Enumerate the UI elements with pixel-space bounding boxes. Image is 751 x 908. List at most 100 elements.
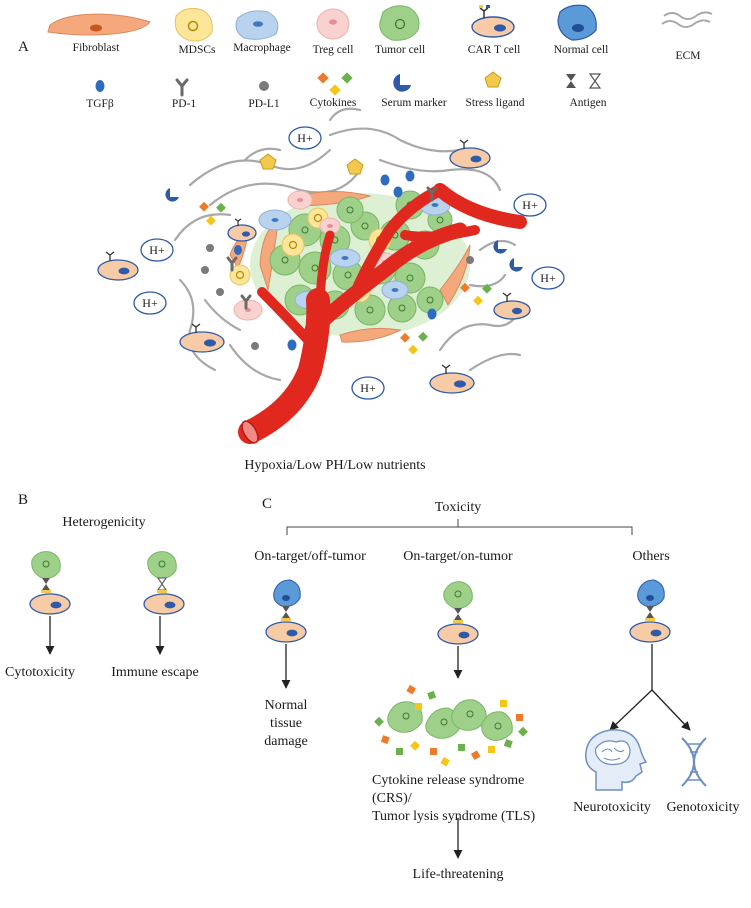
off-tumor-outcome-line: damage [264,734,308,749]
c-normal-cell-3 [637,579,665,607]
panel-c-toxicity [265,519,707,859]
panel-b-outcome-immune-escape: Immune escape [111,665,199,680]
legend-label-ecm: ECM [675,50,701,62]
b-cart-cell-right [143,593,185,615]
proton-label: H+ [522,198,538,212]
tgfb-molecules [234,170,437,351]
panel-b-outcome-cytotoxicity: Cytotoxicity [5,665,75,680]
legend-mdsc-nucleus [187,20,199,32]
proton-markers [133,126,565,400]
serum-markers [165,188,523,272]
b-tumor-cell-right [147,551,177,579]
legend-row-2 [95,71,602,97]
c-released-cytokines [374,684,528,767]
legend-label-cytokines: Cytokines [309,97,357,109]
legend-label-normal: Normal cell [553,44,609,56]
proton-marker [288,126,322,150]
genotoxicity-dna-icon [681,737,707,787]
legend-fibroblast-icon [47,13,151,36]
c-tumor-cell-2 [443,581,473,609]
b-tumor-cell-left [31,551,61,579]
on-tumor-final-outcome: Life-threatening [412,867,504,882]
legend-normal-icon [557,4,597,41]
neurotoxicity-brain-icon [584,729,648,791]
panel-b-title: Heterogenicity [62,515,146,530]
b-cart-cell-left [29,593,71,615]
legend-label-cart: CAR T cell [467,44,521,56]
proton-marker [513,193,547,217]
proton-marker [140,238,174,262]
legend-serum-icon [393,74,411,92]
others-outcome-neurotoxicity: Neurotoxicity [573,800,651,815]
legend-cytokine-orange-icon [317,72,329,84]
on-tumor-outcome-line: Cytokine release syndrome [372,773,525,788]
legend-label-fibroblast: Fibroblast [72,42,120,54]
c-bracket [286,519,633,535]
proton-marker [351,376,385,400]
blood-vessel-opening [241,420,259,444]
panel-b-heterogenicity [29,551,185,655]
legend-label-tumor: Tumor cell [374,44,426,56]
panel-c-category-off-tumor: On-target/off-tumor [254,549,366,564]
off-tumor-outcome-line: tissue [270,716,302,731]
cytokine-molecules [199,201,492,355]
legend-antigen-bound-icon [566,74,576,88]
proton-label: H+ [360,381,376,395]
panel-c-letter: C [262,496,273,512]
legend-treg-nucleus [329,19,337,25]
c-lysed-tumor-cells [387,699,513,741]
legend-label-serum: Serum marker [381,97,447,109]
legend-cart-receptor-icon [479,7,489,18]
legend-label-pdl1: PD-L1 [248,98,280,110]
legend-ecm-icon [661,11,713,28]
panel-c-category-on-tumor: On-target/on-tumor [403,549,513,564]
off-tumor-outcome-line: Normal [264,698,308,713]
legend-tgfb-icon [95,80,105,92]
legend-label-treg: Treg cell [312,44,354,56]
proton-label: H+ [540,271,556,285]
legend-macrophage-nucleus [253,21,263,27]
panel-a-microenvironment [97,107,565,444]
c-cart-cell-3 [629,621,671,643]
panel-b-letter: B [18,492,29,508]
legend-stress-icon [484,71,502,88]
proton-label: H+ [149,243,165,257]
blood-vessel [238,183,527,444]
c-normal-cell-1 [273,579,301,607]
legend-label-mdsc: MDSCs [178,44,216,56]
legend-cart-nucleus [494,24,506,32]
legend-label-macrophage: Macrophage [233,42,291,54]
legend-label-pd1: PD-1 [171,98,197,110]
ecm-fibers [173,107,522,382]
legend-label-antigen: Antigen [569,97,607,109]
legend-tumor-icon [379,5,420,41]
legend-label-tgfb: TGFβ [86,98,114,110]
legend-pd1-icon [175,78,189,97]
b-antigen-free-icon [156,577,168,591]
proton-marker [133,291,167,315]
legend-tumor-nucleus [394,18,406,30]
on-tumor-outcome-line: Tumor lysis syndrome (TLS) [372,809,536,824]
panel-a-caption: Hypoxia/Low PH/Low nutrients [244,458,426,473]
b-antigen-bound-icon [42,578,50,590]
legend-cart-icon [471,16,515,38]
legend-fibroblast-nucleus [90,24,102,32]
proton-marker [531,266,565,290]
panel-c-category-others: Others [632,549,670,564]
legend-mdsc-icon [174,8,213,42]
pdl1-molecules [201,244,474,350]
pd1-receptors [226,186,438,310]
legend-pdl1-icon [259,81,269,91]
stress-ligands [259,153,364,175]
legend-label-stress: Stress ligand [465,97,525,109]
on-tumor-outcome-line: (CRS)/ [372,791,412,806]
others-outcome-genotoxicity: Genotoxicity [666,800,740,815]
car-t-cells [97,139,531,394]
legend-cytokine-green-icon [341,72,353,84]
c-cart-cell-2 [437,623,479,645]
panel-a-letter: A [18,39,29,55]
proton-label: H+ [297,131,313,145]
legend-normal-nucleus [572,24,584,32]
legend-cytokine-yellow-icon [329,84,341,96]
